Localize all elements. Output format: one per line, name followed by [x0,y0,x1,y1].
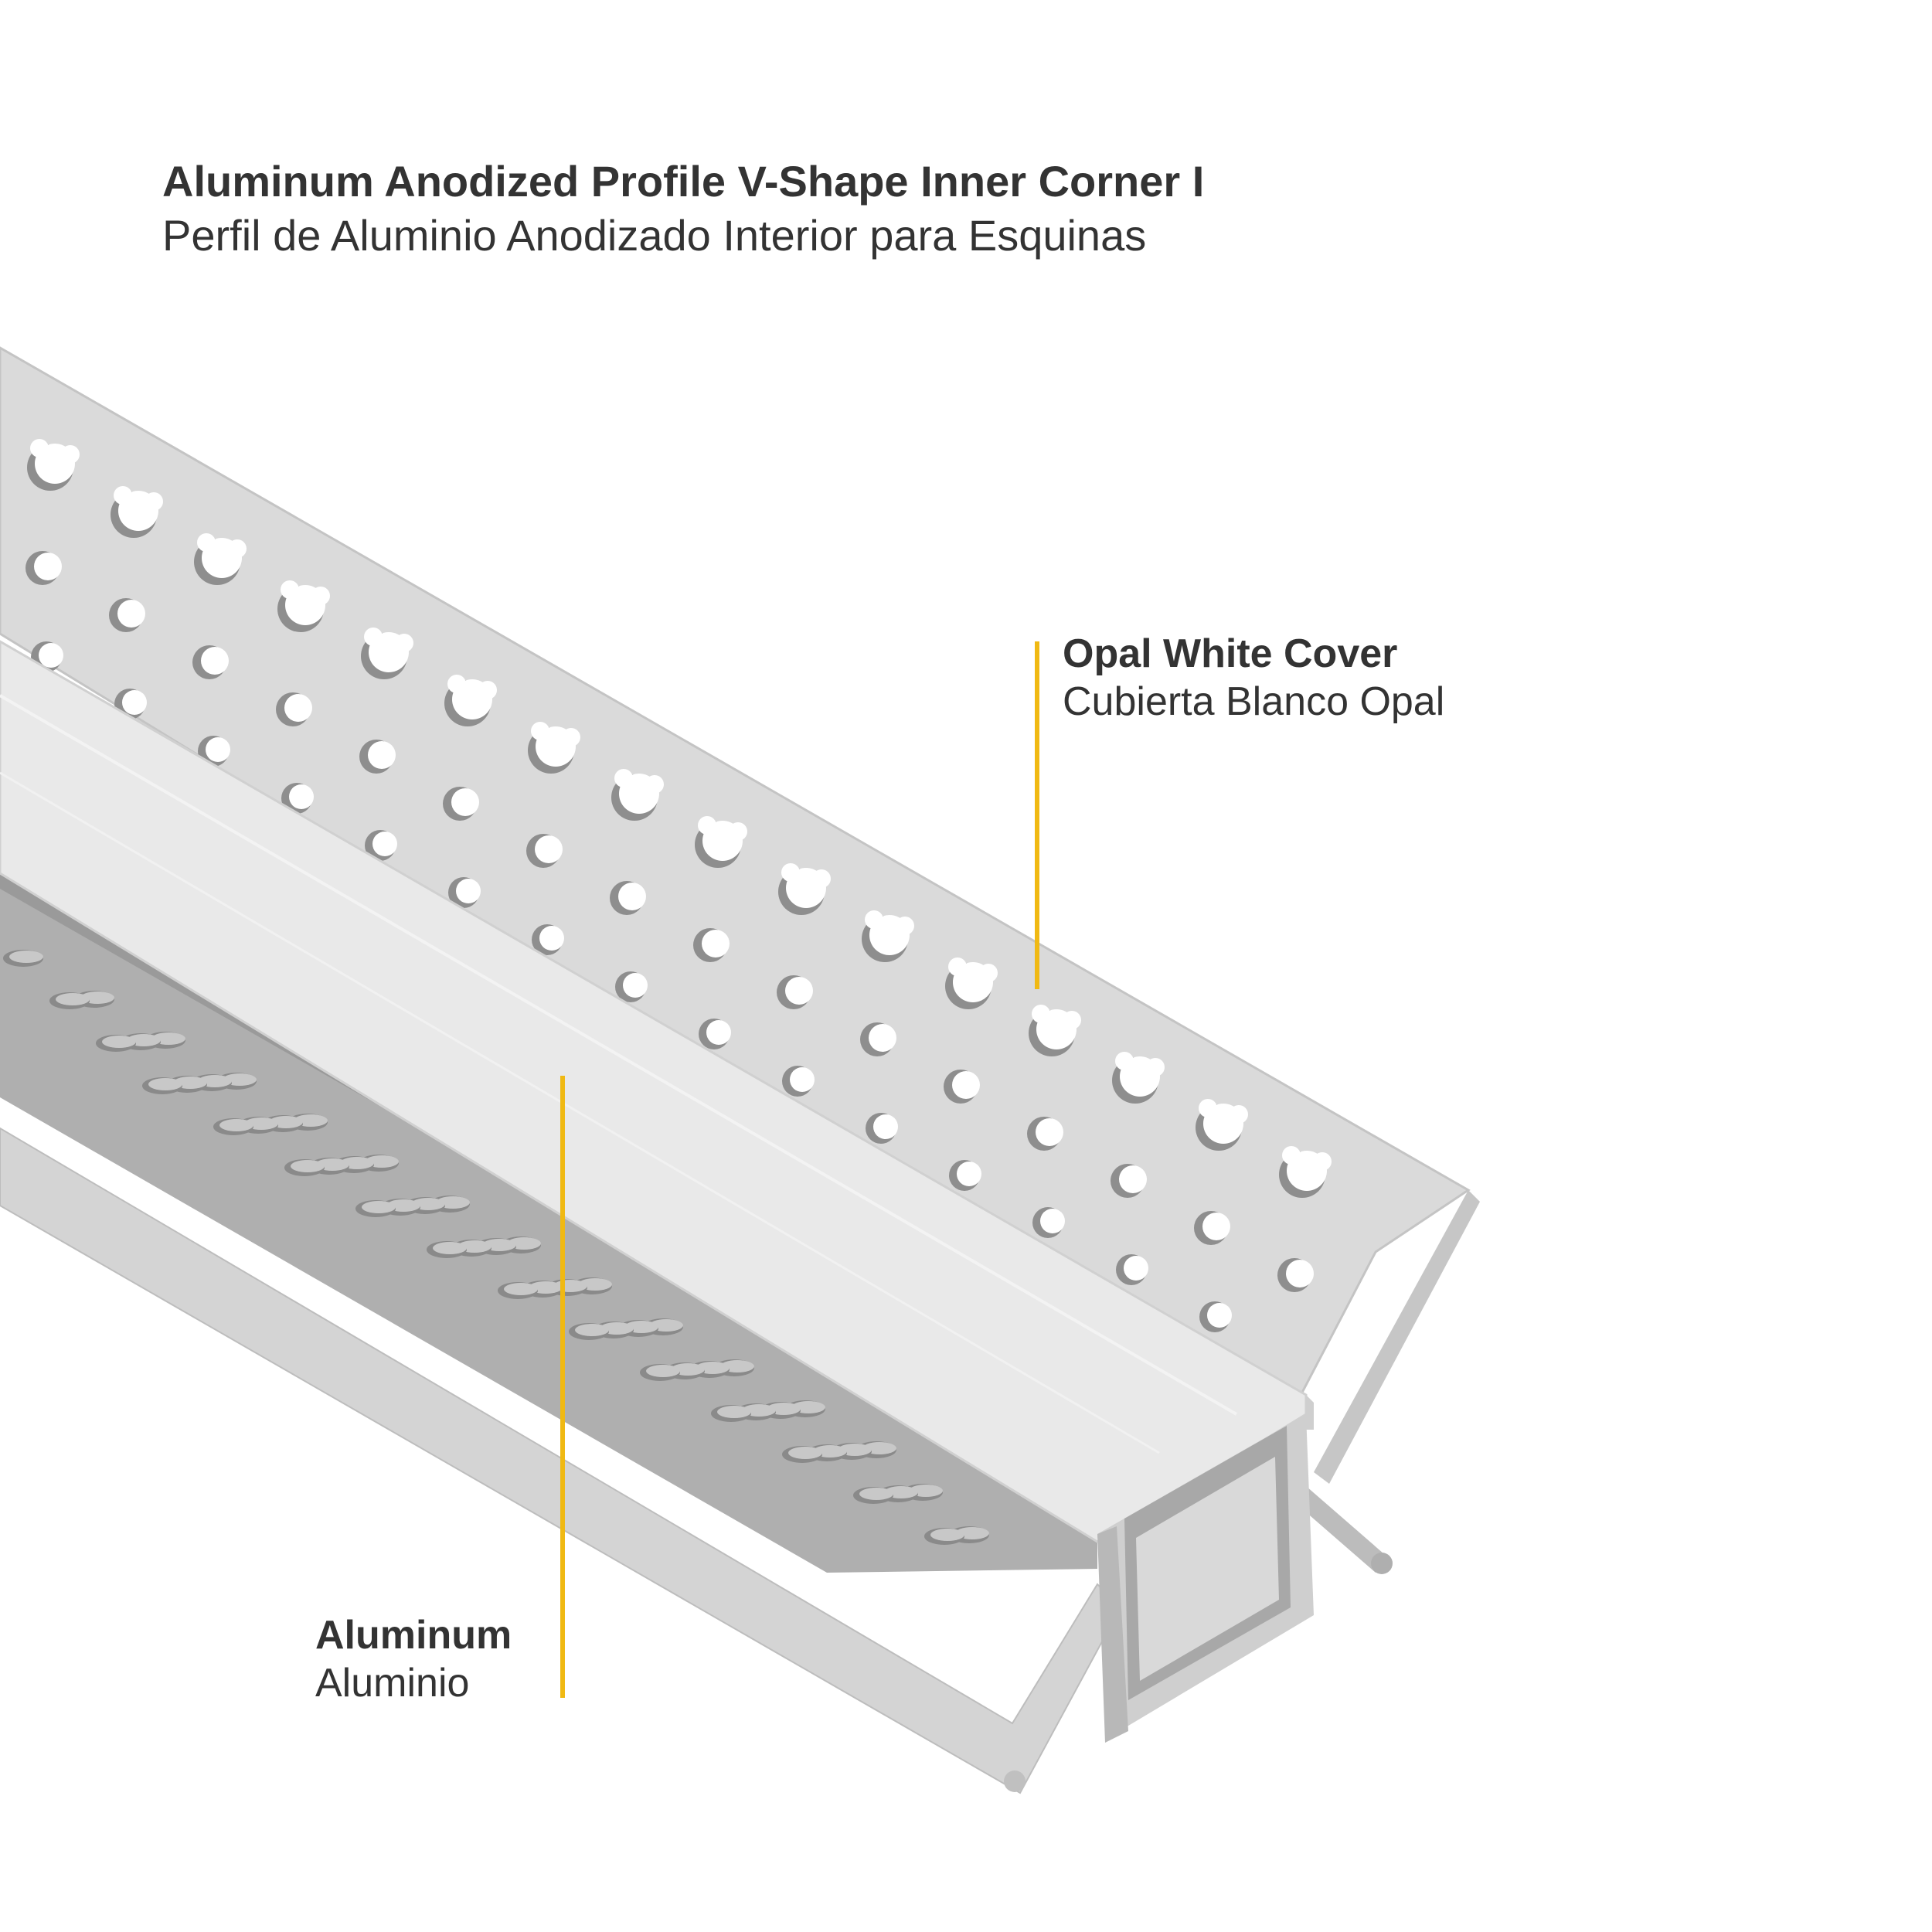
clover-hole [444,675,497,726]
slot-hole [49,992,90,1009]
round-hole [26,551,62,585]
clover-hole [528,722,580,774]
slot-hole [640,1364,680,1381]
slot-hole [213,1118,253,1135]
round-hole [526,834,563,868]
round-hole [860,1022,896,1056]
clover-hole [778,863,831,915]
clover-hole [277,580,330,632]
callout-aluminum-label-en: Aluminum [315,1613,512,1658]
round-hole [866,1113,898,1144]
slot-hole [96,1035,136,1052]
title-spanish: Perfil de Aluminio Anodizado Interior pa… [162,211,1147,260]
callout-cover-label-en: Opal White Cover [1063,631,1398,676]
slot-hole [427,1241,467,1258]
clover-hole [27,439,80,491]
round-hole [281,783,314,814]
lower-wing-holes [3,950,989,1545]
slot-hole [569,1323,609,1340]
round-hole [1277,1258,1314,1292]
slot-hole [355,1200,396,1217]
round-hole [359,740,396,774]
round-hole [443,787,479,821]
slot-hole [711,1405,751,1422]
round-hole [192,645,229,679]
round-hole [615,971,648,1002]
title-english: Aluminum Anodized Profile V-Shape Inner … [162,157,1205,206]
opal-cover [0,640,1314,1543]
clover-hole [194,533,247,585]
upper-wing-holes [26,439,1332,1332]
channel-end [1097,1414,1314,1743]
round-hole [777,975,813,1009]
upper-perforated-wing [0,346,1480,1484]
round-hole [944,1070,980,1104]
round-hole [693,928,730,962]
round-hole [532,924,564,955]
slot-hole [284,1159,325,1176]
round-hole [949,1160,981,1191]
round-hole [1116,1254,1148,1285]
slot-hole [498,1282,538,1299]
round-hole [1199,1301,1232,1332]
clover-hole [1029,1005,1081,1056]
slot-hole [853,1487,893,1504]
callout-cover-label-es: Cubierta Blanco Opal [1063,679,1445,724]
clover-hole [862,910,914,962]
slot-hole [782,1446,822,1463]
round-hole [448,877,481,908]
slot-hole [924,1528,964,1545]
round-hole [109,598,145,632]
clover-hole [111,486,163,538]
round-hole [1027,1117,1063,1151]
clover-hole [695,816,747,868]
round-hole [782,1066,815,1097]
round-hole [1194,1211,1230,1245]
round-hole [1111,1164,1147,1198]
slot-hole [142,1077,182,1094]
clover-hole [1196,1099,1248,1151]
callout-aluminum: Aluminum Aluminio [315,1611,512,1707]
clover-hole [361,628,413,679]
callout-cover: Opal White Cover Cubierta Blanco Opal [1063,630,1444,726]
round-hole [610,881,646,915]
round-hole [699,1019,731,1049]
title-block: Aluminum Anodized Profile V-Shape Inner … [162,155,1204,263]
round-hole [276,692,312,726]
clover-hole [1279,1146,1332,1198]
callout-aluminum-label-es: Aluminio [315,1661,470,1706]
clover-hole [611,769,664,821]
round-hole [1032,1207,1065,1238]
clover-hole [945,957,998,1009]
clover-hole [1112,1052,1165,1104]
slot-hole [3,950,43,967]
round-hole [365,830,397,861]
